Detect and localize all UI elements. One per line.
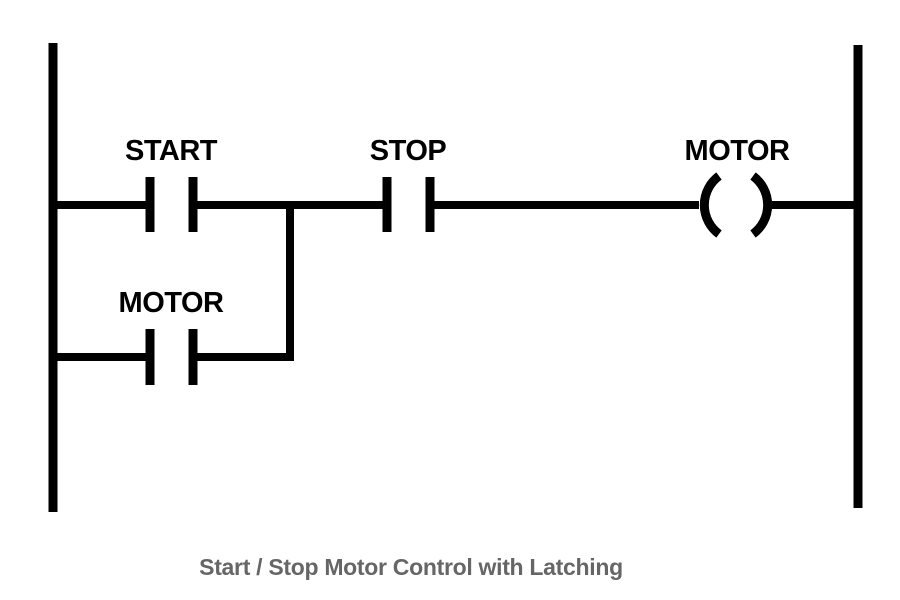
stop-contact-symbol [382, 177, 435, 232]
stop-contact-label: STOP [369, 135, 447, 167]
motor-coil-symbol [699, 172, 773, 238]
motor-seal-in-contact-symbol [145, 329, 198, 385]
latch-branch-wire [49, 201, 294, 361]
motor-seal-in-contact-label: MOTOR [118, 287, 224, 319]
diagram-caption: Start / Stop Motor Control with Latching [199, 554, 623, 580]
start-contact-symbol [145, 177, 198, 232]
coil-left-paren [699, 172, 722, 238]
start-contact-label: START [124, 135, 218, 167]
motor-coil-label: MOTOR [684, 135, 790, 167]
coil-right-paren [750, 172, 773, 238]
